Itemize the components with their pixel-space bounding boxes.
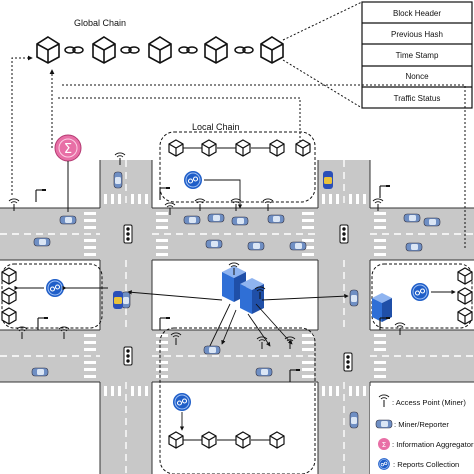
reports-collection-right bbox=[410, 282, 430, 302]
reports-collection-left bbox=[45, 278, 65, 298]
block-field-previous-hash: Previous Hash bbox=[391, 30, 443, 39]
legend-reports-collection: : Reports Collection bbox=[393, 460, 459, 469]
miner-reporter-icon bbox=[375, 419, 393, 429]
central-servers bbox=[127, 262, 392, 351]
reports-collection-top bbox=[183, 170, 203, 190]
local-chain-bottom bbox=[159, 327, 316, 474]
information-aggregator: Σ bbox=[54, 134, 82, 212]
svg-text:Σ: Σ bbox=[382, 441, 386, 449]
legend-miner-reporter: : Miner/Reporter bbox=[394, 420, 449, 429]
block-structure: Block Header Previous Hash Time Stamp No… bbox=[361, 1, 473, 109]
global-block-3 bbox=[148, 36, 172, 64]
information-aggregator-icon: Σ bbox=[378, 438, 390, 450]
block-field-traffic-status: Traffic Status bbox=[394, 94, 441, 103]
global-block-2 bbox=[92, 36, 116, 64]
legend: : Access Point (Miner) : Miner/Reporter … bbox=[370, 386, 474, 474]
global-flow-lines bbox=[11, 55, 466, 250]
local-chain-right bbox=[371, 263, 473, 329]
local-chain-label: Local Chain bbox=[192, 122, 240, 132]
svg-text:Σ: Σ bbox=[64, 142, 72, 157]
vehicles bbox=[31, 171, 441, 429]
local-chain-top: Local Chain bbox=[159, 122, 316, 209]
legend-access-point: : Access Point (Miner) bbox=[392, 398, 466, 407]
local-chain-left bbox=[1, 263, 108, 329]
block-field-timestamp: Time Stamp bbox=[396, 51, 439, 60]
block-field-header: Block Header bbox=[393, 9, 441, 18]
road-vertical-right bbox=[318, 160, 370, 474]
road-vertical-left bbox=[100, 160, 152, 474]
legend-information-aggregator: : Information Aggregator bbox=[392, 440, 474, 449]
reports-collection-bottom bbox=[172, 392, 192, 412]
global-block-5 bbox=[260, 36, 284, 64]
global-chain: Global Chain bbox=[36, 1, 363, 109]
global-chain-label: Global Chain bbox=[74, 18, 126, 28]
global-block-1 bbox=[36, 36, 60, 64]
reports-collection-icon bbox=[377, 457, 391, 471]
global-block-4 bbox=[204, 36, 228, 64]
block-field-nonce: Nonce bbox=[405, 72, 429, 81]
